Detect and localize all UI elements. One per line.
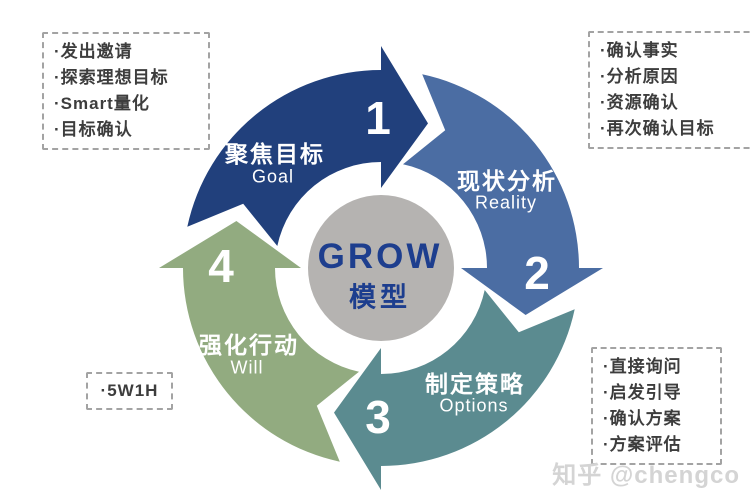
label-will-zh: 强化行动: [199, 332, 299, 358]
notes-options-box: ·直接询问 ·启发引导 ·确认方案 ·方案评估: [591, 347, 722, 465]
note-item: ·探索理想目标: [54, 68, 169, 87]
center-subtitle: 模型: [349, 282, 411, 313]
note-item: ·资源确认: [600, 93, 679, 112]
label-goal-en: Goal: [251, 166, 295, 187]
segment-will-arrow: [159, 221, 359, 462]
segment-goal-arrow: [187, 46, 428, 246]
step-number-4: 4: [208, 240, 234, 292]
label-options-zh: 制定策略: [425, 371, 525, 397]
notes-goal-box: ·发出邀请 ·探索理想目标 ·Smart量化 ·目标确认: [42, 32, 210, 150]
note-item: ·启发引导: [603, 383, 682, 402]
notes-options-list: ·直接询问 ·启发引导 ·确认方案 ·方案评估: [603, 354, 710, 458]
note-item: ·目标确认: [54, 120, 133, 139]
label-reality-en: Reality: [474, 192, 538, 213]
segment-reality-arrow: [403, 74, 603, 315]
label-will-en: Will: [230, 357, 264, 378]
center-circle: [308, 195, 454, 341]
step-number-2: 2: [524, 247, 550, 299]
note-item: ·确认事实: [600, 41, 679, 60]
center-title: GROW: [317, 237, 443, 276]
segment-options-arrow: [334, 290, 575, 490]
step-number-1: 1: [365, 92, 391, 144]
step-number-3: 3: [365, 391, 391, 443]
note-item: ·方案评估: [603, 435, 682, 454]
note-item: ·直接询问: [603, 357, 682, 376]
notes-will-box: ·5W1H: [86, 372, 173, 410]
label-options-en: Options: [439, 395, 509, 416]
notes-goal-list: ·发出邀请 ·探索理想目标 ·Smart量化 ·目标确认: [54, 39, 198, 143]
note-item: ·5W1H: [100, 381, 159, 400]
note-item: ·分析原因: [600, 67, 679, 86]
notes-will-list: ·5W1H: [88, 378, 171, 404]
notes-reality-box: ·确认事实 ·分析原因 ·资源确认 ·再次确认目标: [588, 31, 752, 149]
note-item: ·Smart量化: [54, 94, 150, 113]
label-goal-zh: 聚焦目标: [225, 141, 325, 167]
note-item: ·再次确认目标: [600, 119, 715, 138]
note-item: ·确认方案: [603, 409, 682, 428]
notes-reality-list: ·确认事实 ·分析原因 ·资源确认 ·再次确认目标: [600, 38, 752, 142]
watermark: 知乎 @chengco: [552, 462, 740, 489]
note-item: ·发出邀请: [54, 42, 133, 61]
label-reality-zh: 现状分析: [457, 168, 557, 194]
